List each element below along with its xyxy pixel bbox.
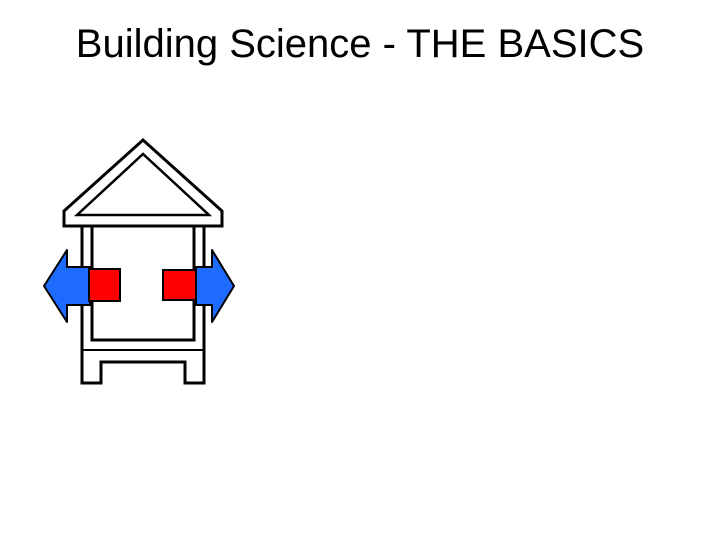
house-roof <box>62 137 224 228</box>
arrow-right-icon <box>195 249 235 323</box>
heat-loss-arrow-left <box>43 249 121 323</box>
heat-block-left <box>88 268 121 302</box>
roof-inner-outline <box>73 152 213 217</box>
house-walls <box>80 224 206 385</box>
arrow-left-icon <box>43 249 91 323</box>
slide-title: Building Science - THE BASICS <box>75 22 645 66</box>
wall-outer-outline <box>80 224 206 385</box>
heat-block-right <box>162 269 197 301</box>
heat-loss-arrow-right <box>162 249 235 323</box>
